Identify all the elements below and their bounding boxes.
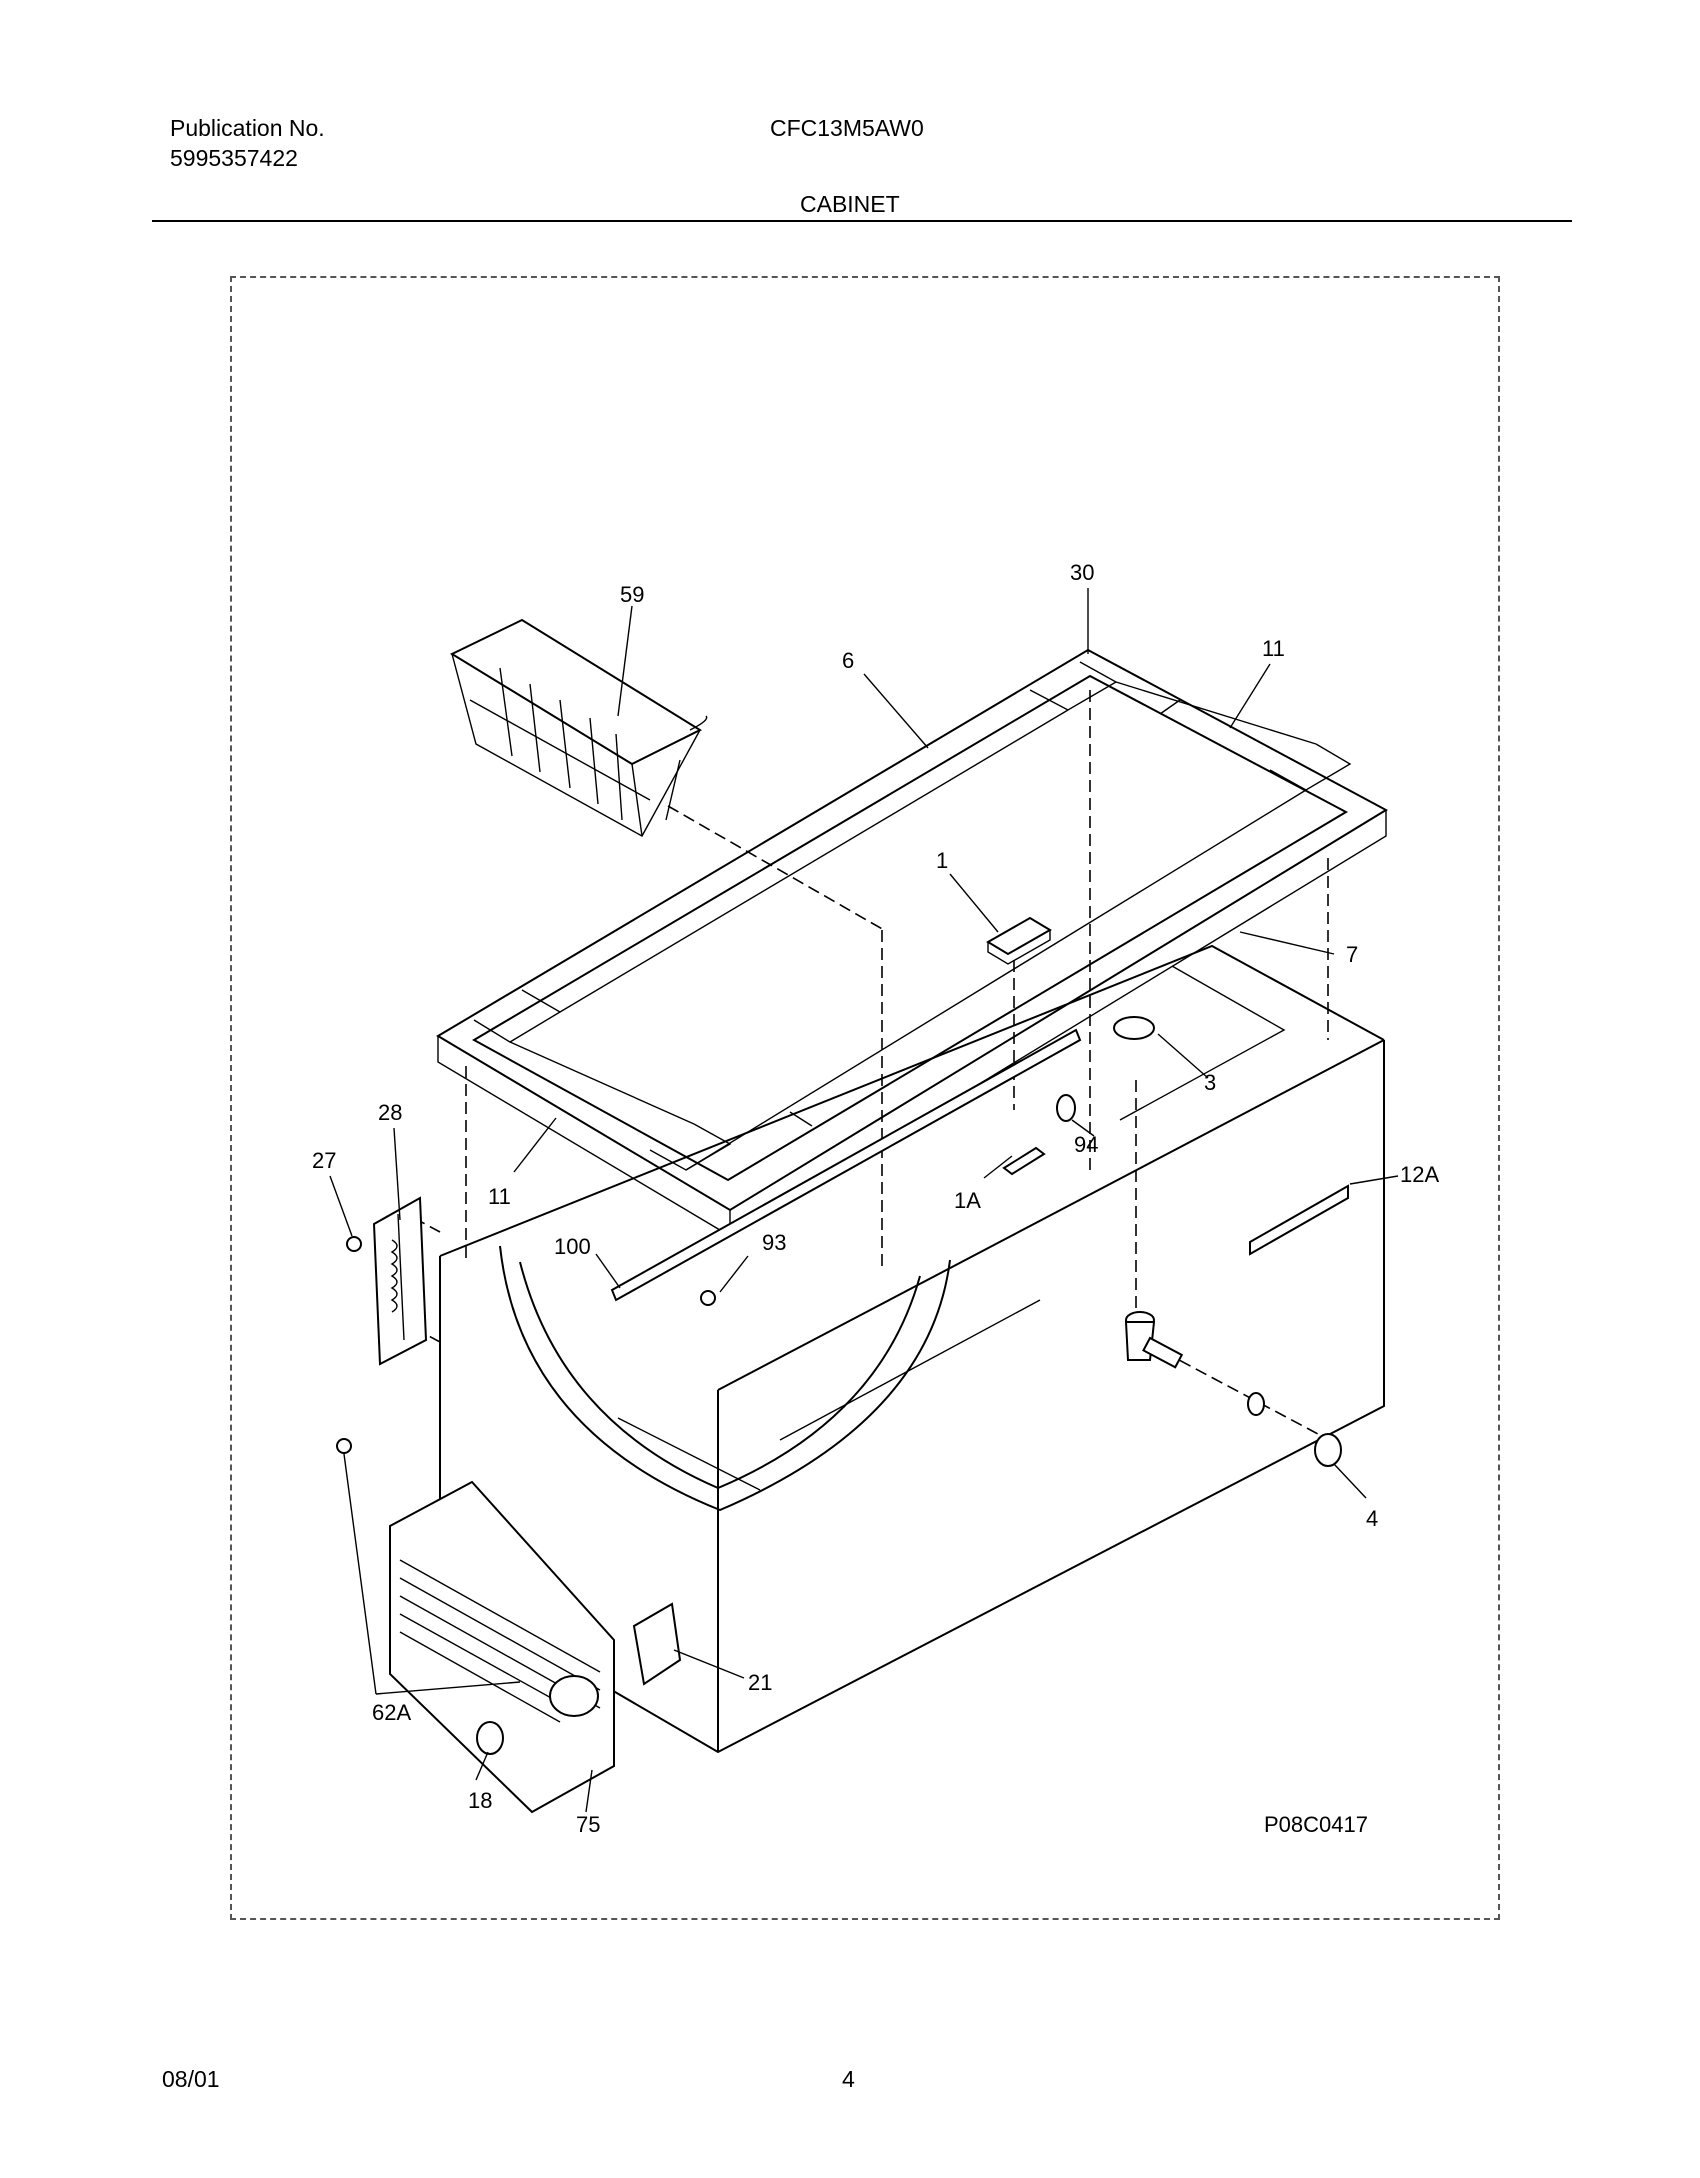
header-rule (152, 220, 1572, 222)
callout-12A: 12A (1400, 1162, 1439, 1187)
callout-11-left: 11 (488, 1184, 511, 1209)
part-1A (1002, 1146, 1046, 1176)
part-28-hinge (372, 1196, 428, 1366)
leader-lines (329, 588, 1399, 1813)
part-12A-label (1249, 1184, 1349, 1256)
part-75-grille (389, 1480, 615, 1814)
page-number: 4 (842, 2066, 855, 2092)
callout-75: 75 (576, 1812, 600, 1837)
drain-assembly (1124, 1311, 1342, 1467)
footer-date: 08/01 (162, 2066, 220, 2092)
cabinet-body (439, 944, 1385, 1754)
callout-100: 100 (554, 1234, 591, 1259)
callout-28: 28 (378, 1100, 402, 1125)
callout-27: 27 (312, 1148, 336, 1173)
part-3-plug (1113, 1016, 1155, 1040)
callout-93: 93 (762, 1230, 786, 1255)
callout-62A: 62A (372, 1700, 411, 1725)
breaker-frame (436, 648, 1389, 1237)
publication-label: Publication No. (170, 115, 325, 141)
diagram-frame (230, 276, 1500, 1920)
wire-basket (449, 618, 708, 837)
part-1-thermostat-cover (986, 916, 1052, 965)
model-number: CFC13M5AW0 (770, 115, 924, 141)
callout-6: 6 (842, 648, 854, 673)
part-94 (1056, 1094, 1076, 1122)
section-title: CABINET (800, 191, 900, 217)
figure-code: P08C0417 (1264, 1812, 1368, 1837)
callout-3: 3 (1204, 1070, 1216, 1095)
callout-1: 1 (936, 848, 948, 873)
part-100-strip (610, 1028, 1082, 1302)
callout-1A: 1A (954, 1188, 981, 1213)
part-18-grommet (476, 1721, 504, 1755)
callout-11-top: 11 (1262, 636, 1285, 661)
callout-7: 7 (1346, 942, 1358, 967)
callout-30: 30 (1070, 560, 1094, 585)
part-21-relay (632, 1602, 682, 1686)
callout-18: 18 (468, 1788, 492, 1813)
publication-number: 5995357422 (170, 145, 298, 171)
callout-59: 59 (620, 582, 644, 607)
callout-94: 94 (1074, 1132, 1098, 1157)
callout-4: 4 (1366, 1506, 1378, 1531)
callout-21: 21 (748, 1670, 772, 1695)
callout-labels: 59 30 6 11 1 7 3 28 27 94 12A 11 1A 100 … (312, 560, 1439, 1837)
